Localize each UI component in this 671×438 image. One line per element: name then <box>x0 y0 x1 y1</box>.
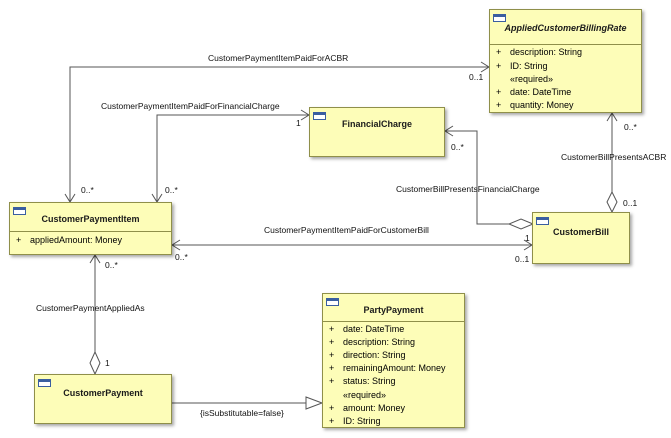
class-customer-bill[interactable]: CustomerBill <box>532 212 630 264</box>
class-party-payment[interactable]: PartyPayment +date: DateTime +descriptio… <box>322 293 465 428</box>
mult-applied-as-target: 0..* <box>105 260 118 270</box>
class-name: CustomerBill <box>552 227 609 237</box>
association-line-presents-financial-charge <box>445 130 509 225</box>
association-line-paid-for-financial-charge <box>156 114 309 202</box>
attribute: +direction: String <box>329 350 406 360</box>
open-arrow-cpi-bottom <box>89 254 101 264</box>
mult-paid-for-financial-charge-target: 1 <box>296 118 301 128</box>
assoc-label-paid-for-acbr: CustomerPaymentItemPaidForACBR <box>208 53 349 63</box>
compartment-divider <box>323 321 464 322</box>
class-name: CustomerPaymentItem <box>41 214 140 224</box>
mult-applied-as-source: 1 <box>105 358 110 368</box>
assoc-label-paid-for-financial-charge: CustomerPaymentItemPaidForFinancialCharg… <box>101 101 280 111</box>
assoc-label-presents-financial-charge: CustomerBillPresentsFinancialCharge <box>396 184 540 194</box>
class-name: CustomerPayment <box>63 388 143 398</box>
class-name: AppliedCustomerBillingRate <box>504 23 627 33</box>
aggregation-diamond-bill-left <box>507 218 535 230</box>
class-applied-customer-billing-rate[interactable]: AppliedCustomerBillingRate +description:… <box>489 9 642 113</box>
class-icon <box>313 112 326 120</box>
attribute: +status: String <box>329 376 396 386</box>
attribute: +ID: String <box>329 416 381 426</box>
mult-paid-for-customer-bill-target: 0..1 <box>515 254 530 264</box>
class-customer-payment-item[interactable]: CustomerPaymentItem +appliedAmount: Mone… <box>9 202 172 255</box>
class-icon <box>536 217 549 225</box>
assoc-label-applied-as: CustomerPaymentAppliedAs <box>36 303 145 313</box>
aggregation-diamond-bill-top <box>606 190 618 214</box>
class-financial-charge[interactable]: FinancialCharge <box>309 107 445 157</box>
open-arrow-acbr-bottom <box>606 112 618 122</box>
mult-presents-acbr-source: 0..1 <box>623 198 638 208</box>
attribute: +quantity: Money <box>496 100 574 110</box>
compartment-divider <box>10 231 171 232</box>
mult-paid-for-acbr-source: 0..* <box>81 185 94 195</box>
stereotype-label: «required» <box>343 390 387 400</box>
open-arrow-cpi-right <box>171 239 181 251</box>
mult-paid-for-financial-charge-source: 0..* <box>165 185 178 195</box>
attribute: +date: DateTime <box>329 324 405 334</box>
class-icon <box>38 379 51 387</box>
class-icon <box>493 14 506 22</box>
assoc-label-presents-acbr: CustomerBillPresentsACBR <box>561 152 667 162</box>
attribute: +ID: String <box>496 61 548 71</box>
class-name: FinancialCharge <box>341 119 413 129</box>
attribute: +description: String <box>329 337 416 347</box>
class-icon <box>326 298 339 306</box>
mult-presents-financial-charge-source: 1 <box>525 233 530 243</box>
stereotype-label: «required» <box>510 74 554 84</box>
aggregation-diamond-payment-top <box>89 350 101 376</box>
attribute: +description: String <box>496 47 583 57</box>
attribute: +amount: Money <box>329 403 406 413</box>
class-customer-payment[interactable]: CustomerPayment <box>34 374 172 424</box>
mult-paid-for-customer-bill-source: 0..* <box>175 252 188 262</box>
generalization-triangle <box>305 396 324 410</box>
mult-paid-for-acbr-target: 0..1 <box>469 72 484 82</box>
compartment-divider <box>490 44 641 45</box>
attribute: +remainingAmount: Money <box>329 363 446 373</box>
association-line-paid-for-acbr <box>69 66 489 202</box>
attribute: +date: DateTime <box>496 87 572 97</box>
attribute: +appliedAmount: Money <box>16 235 123 245</box>
class-name: PartyPayment <box>363 305 424 315</box>
mult-presents-acbr-target: 0..* <box>624 122 637 132</box>
generalization-constraint-label: {isSubstitutable=false} <box>200 408 284 418</box>
assoc-label-paid-for-customer-bill: CustomerPaymentItemPaidForCustomerBill <box>264 225 429 235</box>
open-arrow-financial-charge-right <box>444 125 454 137</box>
class-icon <box>13 207 26 215</box>
mult-presents-financial-charge-target: 0..* <box>451 142 464 152</box>
